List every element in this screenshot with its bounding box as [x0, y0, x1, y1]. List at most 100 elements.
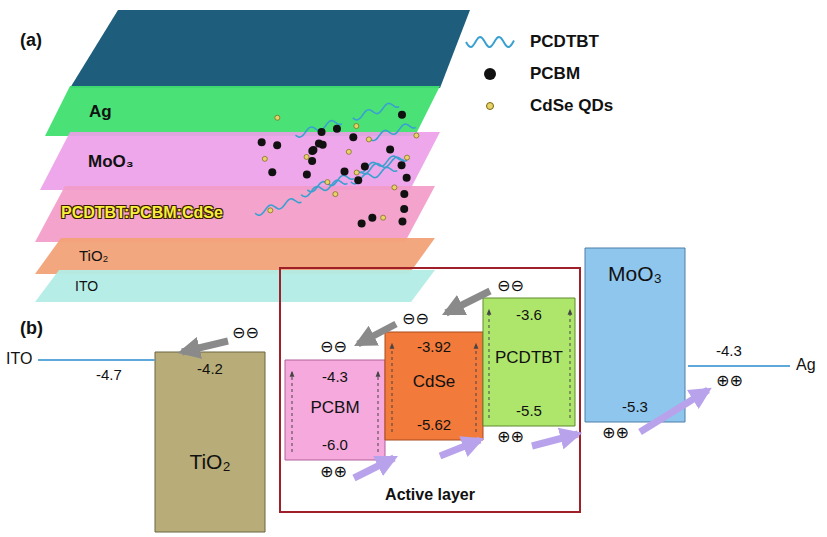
fullerene-dot [400, 190, 408, 198]
electron-symbol: ⊖⊖ [402, 310, 429, 328]
polymer-chain [255, 199, 301, 215]
layer-slab: Ag [45, 86, 440, 136]
polymer-chain [353, 103, 399, 119]
legend-sample [462, 64, 518, 84]
material-name: CdSe [413, 372, 456, 392]
electrode-name: Ag [796, 356, 816, 374]
quantum-dot [405, 155, 410, 160]
panel-letter: (b) [20, 318, 43, 339]
fullerene-dot [268, 168, 276, 176]
fullerene-dot [258, 138, 266, 146]
layer-slab: MoO₃ [40, 132, 440, 190]
fullerene-dot [333, 125, 341, 133]
fullerene-dot [398, 111, 406, 119]
electrode-name: ITO [6, 350, 32, 368]
box-outline [155, 352, 265, 532]
material-name: -6.0 [322, 436, 348, 453]
quantum-dot [392, 185, 397, 190]
fullerene-dot [403, 174, 411, 182]
ito-level-line [38, 359, 155, 361]
polymer-chain [361, 157, 407, 173]
material-name: PCDTBT [495, 348, 563, 368]
polymer-chain [369, 124, 415, 140]
panel-letter: (a) [20, 30, 42, 51]
fullerene-dot [315, 139, 323, 147]
material-name: Active layer [385, 486, 475, 504]
legend: PCDTBT PCBM CdSe QDs [462, 26, 613, 122]
quantum-dot [354, 170, 359, 175]
quantum-dot [354, 124, 359, 129]
layer-slab: PCDTBT:PCBM:CdSe [35, 186, 435, 242]
fullerene-dot [308, 147, 316, 155]
legend-row: PCBM [462, 58, 613, 90]
quantum-dot [381, 215, 386, 220]
layer-name: Ag [89, 102, 112, 122]
quantum-dot [268, 208, 273, 213]
excitation-arrows [292, 310, 570, 452]
fullerene-dot [398, 161, 406, 169]
fullerene-dot [349, 133, 357, 141]
fullerene-dot [354, 176, 362, 184]
fullerene-dot [398, 218, 406, 226]
polymer-chain [307, 175, 353, 191]
blend-molecules [255, 103, 419, 227]
band-box: -4.2TiO₂ [155, 352, 265, 532]
material-name: TiO₂ [189, 450, 230, 474]
band-box: -3.92CdSe -5.62 [385, 332, 483, 440]
band-box: MoO₃-5.3 [585, 248, 685, 422]
electron-symbol: ⊖⊖ [232, 324, 259, 342]
hole-symbol: ⊕⊕ [320, 463, 347, 481]
layer-name: MoO₃ [88, 152, 134, 172]
quantum-dot [262, 156, 267, 161]
band-box: -4.3PCBM -6.0 [285, 360, 385, 460]
layer-name: TiO₂ [79, 247, 108, 264]
fullerene-dot [319, 141, 327, 149]
legend-sample [462, 96, 518, 116]
fullerene-dot [341, 168, 349, 176]
material-name: -5.62 [417, 416, 451, 433]
fullerene-dot [318, 128, 326, 136]
layer-name: ITO [75, 278, 98, 294]
ag-level-line [688, 365, 790, 367]
legend-sample [462, 32, 518, 52]
material-name: -5.5 [516, 402, 542, 419]
quantum-dot [325, 180, 330, 185]
hole-arrows [354, 390, 708, 478]
material-name: PCBM [310, 398, 359, 418]
electron-arrows [182, 291, 490, 352]
fullerene-dot [273, 141, 281, 149]
fullerene-dot [308, 157, 316, 165]
fullerene-dot [386, 146, 394, 154]
polymer-chain-sample [466, 37, 514, 47]
quantum-dot [333, 192, 338, 197]
polymer-chain [301, 180, 347, 196]
polymer-chain [295, 121, 341, 137]
silver-top-plane [70, 10, 470, 88]
energy-level: -4.2 [197, 360, 223, 377]
quantum-dot [366, 137, 371, 142]
energy-level: -4.3 [322, 368, 348, 385]
legend-row: CdSe QDs [462, 90, 613, 122]
fullerene-dot [303, 170, 311, 178]
quantum-dot [346, 149, 351, 154]
fullerene-dot [368, 214, 376, 222]
fullerene-dot [361, 162, 369, 170]
legend-row: PCDTBT [462, 26, 613, 58]
legend-label: PCDTBT [530, 32, 599, 52]
hole-symbol: ⊕⊕ [602, 424, 629, 442]
legend-label: CdSe QDs [530, 96, 613, 116]
quantum-dot [414, 133, 419, 138]
polymer-chain [351, 167, 397, 183]
polymer-chain [357, 156, 403, 172]
fullerene-dot [400, 205, 408, 213]
layer-slab: ITO [35, 270, 435, 302]
material-name: -5.3 [622, 398, 648, 415]
energy-level: -4.3 [716, 342, 742, 359]
quantum-dot [275, 115, 280, 120]
fullerene-dot [358, 220, 366, 228]
legend-swatch [487, 103, 494, 110]
legend-label: PCBM [530, 64, 580, 84]
energy-level: -3.92 [417, 338, 451, 355]
